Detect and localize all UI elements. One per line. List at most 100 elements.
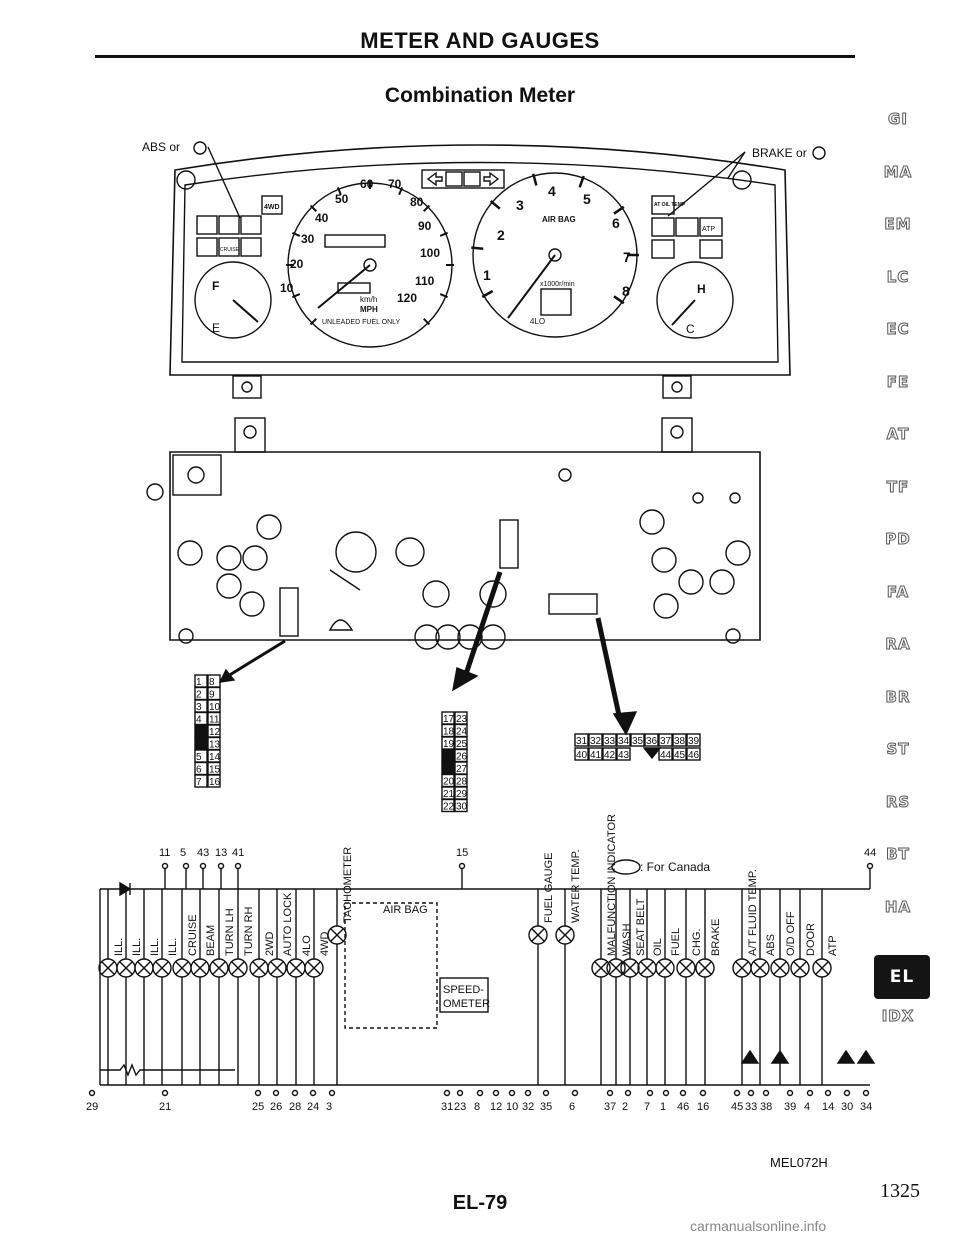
lamp-label-7: TURN RH [243,906,255,956]
lamp-4wd-label: 4WD [264,204,280,211]
pin-5: 5 [196,752,202,763]
lamp-label-18: OIL [652,938,664,956]
bottom-pin-4: 4 [804,1101,810,1113]
abs-callout: ABS or [142,140,181,154]
section-tab-tf[interactable]: TF [886,477,910,496]
fuel-note-label: UNLEADED FUEL ONLY [322,319,401,326]
abs-symbol-icon [193,141,207,155]
section-tab-lc[interactable]: LC [886,267,910,286]
pin-41: 41 [590,750,602,761]
speed-label-110: 110 [415,274,435,288]
4wd-off-icon [445,171,463,187]
canada-legend: : For Canada [640,860,710,874]
section-tab-at[interactable]: AT [886,425,910,444]
section-tab-br[interactable]: BR [885,687,911,706]
lamp-label-23: ABS [765,934,777,956]
lamp-4wd-icon [261,195,283,215]
pin-32: 32 [590,736,602,747]
section-tab-fa[interactable]: FA [886,582,910,601]
fuel-empty-mark: E [212,321,220,335]
section-tab-ra[interactable]: RA [885,635,911,654]
lamp-label-6: TURN LH [224,908,236,956]
pin-27: 27 [456,764,468,775]
pin-8: 8 [209,677,215,688]
airbag-dial-label: AIR BAG [542,215,576,224]
top-pin-41: 41 [232,847,244,859]
speed-label-90: 90 [418,219,432,233]
bottom-pin-24: 24 [307,1101,319,1113]
pin-29: 29 [456,789,468,800]
pin-7: 7 [196,777,202,788]
section-tab-em[interactable]: EM [884,215,912,234]
pin-26: 26 [456,752,468,763]
pin-3: 3 [196,702,202,713]
diode-icon [119,881,132,897]
top-pin-43: 43 [197,847,209,859]
pin-24: 24 [456,727,468,738]
airbag-module-box [344,902,438,1029]
bottom-pin-37: 37 [604,1101,616,1113]
tach-label-7: 7 [623,249,631,265]
lamp-label-10: 4LO [301,935,313,956]
fuel-gauge-dial [194,261,272,339]
lamp-label-4: CRUISE [187,914,199,956]
lamp-label-9: AUTO LOCK [282,892,294,956]
section-tab-ha[interactable]: HA [884,897,912,916]
section-tab-bt[interactable]: BT [886,845,910,864]
rear-connector-slot-1 [279,587,299,637]
lamp-label-8: 2WD [264,932,276,957]
bottom-pin-10: 10 [506,1101,518,1113]
page-number: 1325 [880,1180,920,1202]
section-tab-gi[interactable]: GI [888,110,908,129]
top-pin-15: 15 [456,847,468,859]
section-tab-st[interactable]: ST [886,740,910,759]
brake-callout: BRAKE or [752,146,807,160]
section-tab-rs[interactable]: RS [885,792,911,811]
rear-connector-slot-2 [499,519,519,569]
lamp-label-16: WASH [621,923,633,956]
top-pin-13: 13 [215,847,227,859]
mount-hole-right [732,170,752,190]
bottom-pin-31: 31 [441,1101,453,1113]
lamp-label-2: ILL. [149,938,161,956]
tach-label-6: 6 [612,215,620,231]
lamp-at-oil-label: AT OIL TEMP [654,202,686,208]
speed-label-20: 20 [290,257,304,271]
lamp-atp-icon [699,217,723,237]
pin-18: 18 [443,727,455,738]
bottom-pin-26: 26 [270,1101,282,1113]
tach-unit-label: x1000r/min [540,281,575,288]
bottom-pin-23: 23 [454,1101,466,1113]
lamp-brake-icon [196,215,218,235]
section-tab-idx[interactable]: IDX [881,1007,915,1026]
bottom-pin-14: 14 [822,1101,834,1113]
pin-16: 16 [209,777,221,788]
section-tab-pd[interactable]: PD [885,530,911,549]
speedometer-box [439,977,489,1013]
section-tab-fe[interactable]: FE [886,372,910,391]
header-rule [95,55,855,58]
lamp-label-15: MALFUNCTION INDICATOR [606,814,618,956]
rear-connector-slot-3 [548,593,598,615]
pin-22: 22 [443,802,455,813]
section-tab-ec[interactable]: EC [886,320,910,339]
pin-19: 19 [443,739,455,750]
pin-34: 34 [618,736,630,747]
brake-symbol-icon [812,146,826,160]
pin-33: 33 [604,736,616,747]
bottom-pin-45: 45 [731,1101,743,1113]
speed-label-60: 60 [360,177,374,191]
pin-44: 44 [660,750,672,761]
turn-left-icon [426,171,443,187]
section-tab-el[interactable]: EL [874,955,930,999]
pin-45: 45 [674,750,686,761]
pin-43: 43 [618,750,630,761]
tach-label-4: 4 [548,183,556,199]
section-tab-ma[interactable]: MA [883,162,913,181]
rear-bracket-left [172,454,222,496]
mount-hole-left [176,170,196,190]
pin-6: 6 [196,765,202,776]
